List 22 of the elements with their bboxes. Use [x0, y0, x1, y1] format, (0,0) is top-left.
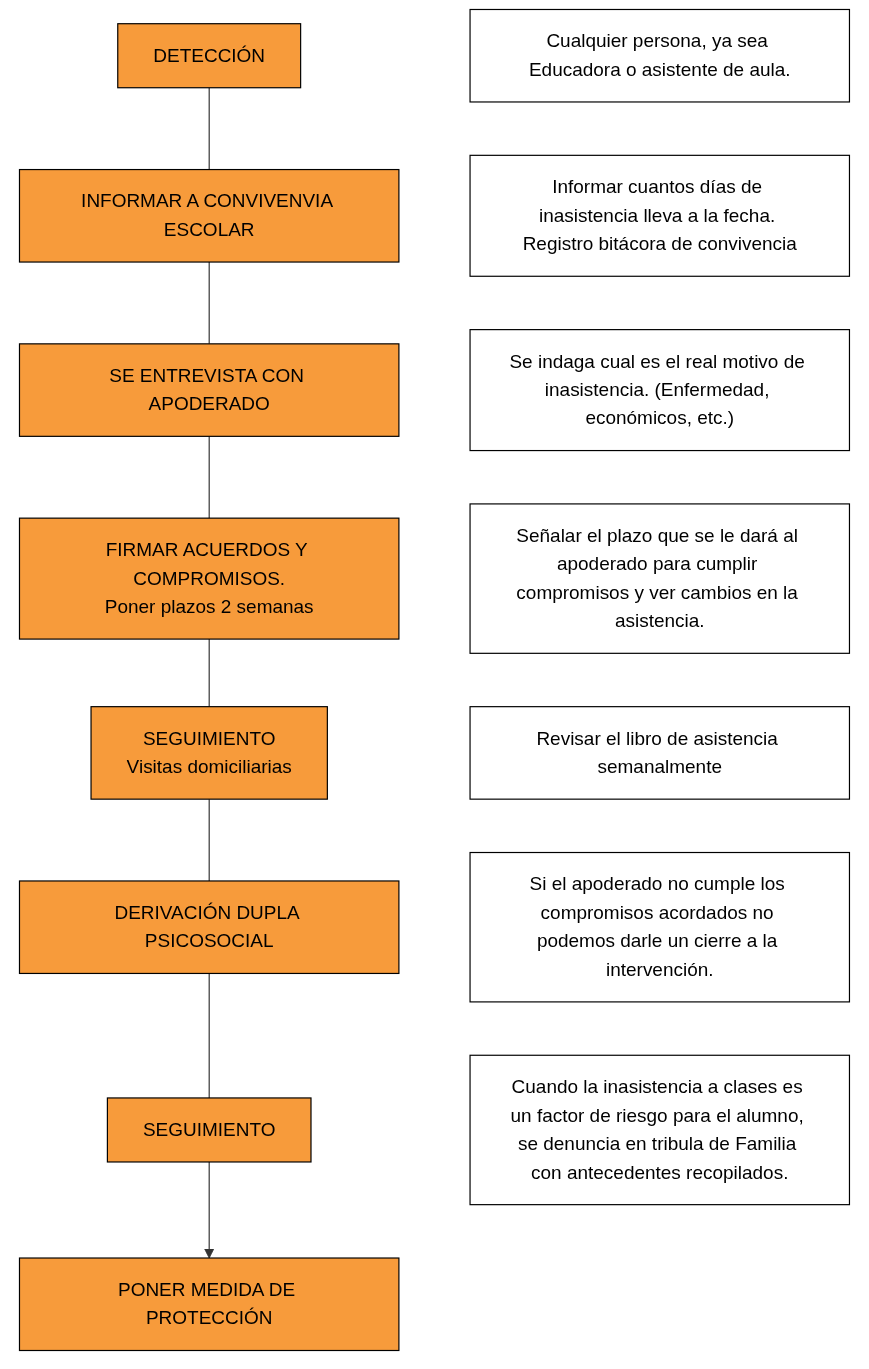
node-box: Informar cuantos días de inasistencia lleva a la fecha. Registro bitácora de convivencia — [469, 154, 851, 277]
node-box: Señalar el plazo que se le dará al apoderado para cumplir compromisos y ver cambios en la asistencia. — [469, 503, 851, 654]
node-box: SEGUIMIENTO — [106, 1097, 312, 1163]
node-box: FIRMAR ACUERDOS Y COMPROMISOS. Poner plazos 2 semanas — [18, 517, 400, 640]
connector — [208, 798, 210, 882]
connector — [208, 638, 210, 708]
node-box: Revisar el libro de asistencia semanalmente — [469, 706, 851, 800]
node-box: Se indaga cual es el real motivo de inasistencia. (Enfermedad, económicos, etc.) — [469, 329, 851, 452]
node-box: INFORMAR A CONVIVENVIA ESCOLAR — [18, 168, 400, 263]
node-box: SEGUIMIENTO Visitas domiciliarias — [90, 706, 328, 800]
node-box: Si el apoderado no cumple los compromisos acordados no podemos darle un cierre a la intervención. — [469, 851, 851, 1003]
connector — [208, 972, 210, 1099]
connector — [208, 435, 210, 519]
connector — [208, 261, 210, 345]
node-box: Cuando la inasistencia a clases es un factor de riesgo para el alumno, se denuncia en tribula de Familia con antecedentes recopilados. — [469, 1054, 851, 1206]
node-box: Cualquier persona, ya sea Educadora o asistente de aula. — [469, 8, 851, 103]
node-box: PONER MEDIDA DE PROTECCIÓN — [18, 1257, 400, 1352]
node-box: DETECCIÓN — [117, 23, 302, 89]
node-box: SE ENTREVISTA CON APODERADO — [18, 343, 400, 437]
arrow — [204, 1161, 215, 1259]
connector — [208, 87, 210, 171]
node-box: DERIVACIÓN DUPLA PSICOSOCIAL — [18, 880, 400, 975]
